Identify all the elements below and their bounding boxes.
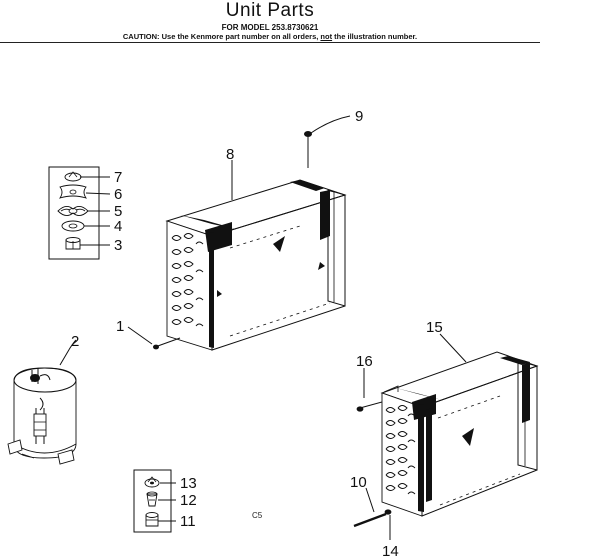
part-2-compressor — [7, 339, 77, 465]
part-15-condenser-coil — [380, 333, 539, 517]
fittings-group-box — [48, 166, 111, 260]
caution-note: CAUTION: Use the Kenmore part number on … — [0, 32, 540, 41]
callout-14: 14 — [382, 543, 399, 560]
callout-8: 8 — [226, 146, 234, 163]
part-4-washer — [61, 220, 85, 232]
callout-12: 12 — [180, 492, 197, 509]
header-rule — [0, 42, 540, 43]
part-11-sleeve — [145, 512, 159, 527]
part-1-screw — [127, 326, 181, 350]
mount-group-box — [133, 469, 176, 533]
callout-9: 9 — [355, 108, 363, 125]
callout-2: 2 — [71, 333, 79, 350]
callout-1: 1 — [116, 318, 124, 335]
fittings-box-frame — [48, 166, 100, 260]
callout-7: 7 — [114, 169, 122, 186]
callout-6: 6 — [114, 186, 122, 203]
part-9-screw — [304, 115, 351, 168]
part-3-nut — [65, 237, 81, 250]
model-line: FOR MODEL 253.8730621 — [221, 23, 319, 32]
caution-text-end: the illustration number. — [332, 32, 418, 41]
mount-box-frame — [133, 469, 172, 533]
part-7-cap — [64, 171, 82, 182]
part-8-evaporator-coil — [165, 160, 347, 351]
part-6-plate — [58, 184, 88, 199]
part-5-grommet — [57, 206, 89, 216]
callout-15: 15 — [426, 319, 443, 336]
part-12-grommet — [146, 491, 158, 507]
callout-5: 5 — [114, 203, 122, 220]
part-10-rod — [353, 487, 387, 528]
caution-not: not — [320, 32, 333, 41]
callout-4: 4 — [114, 218, 122, 235]
illustration-code: C5 — [252, 511, 263, 520]
callout-16: 16 — [356, 353, 373, 370]
coil-8-return-bends — [171, 233, 204, 327]
callout-10: 10 — [350, 474, 367, 491]
part-16-screw — [356, 368, 383, 412]
caution-text: CAUTION: Use the Kenmore part number on … — [122, 32, 321, 41]
page-title: Unit Parts — [225, 0, 315, 21]
callout-13: 13 — [180, 475, 197, 492]
callout-3: 3 — [114, 237, 122, 254]
part-14-screw — [384, 509, 392, 540]
coil-15-return-bends — [385, 405, 416, 495]
part-13-cap — [144, 476, 160, 488]
callout-11: 11 — [180, 513, 196, 530]
